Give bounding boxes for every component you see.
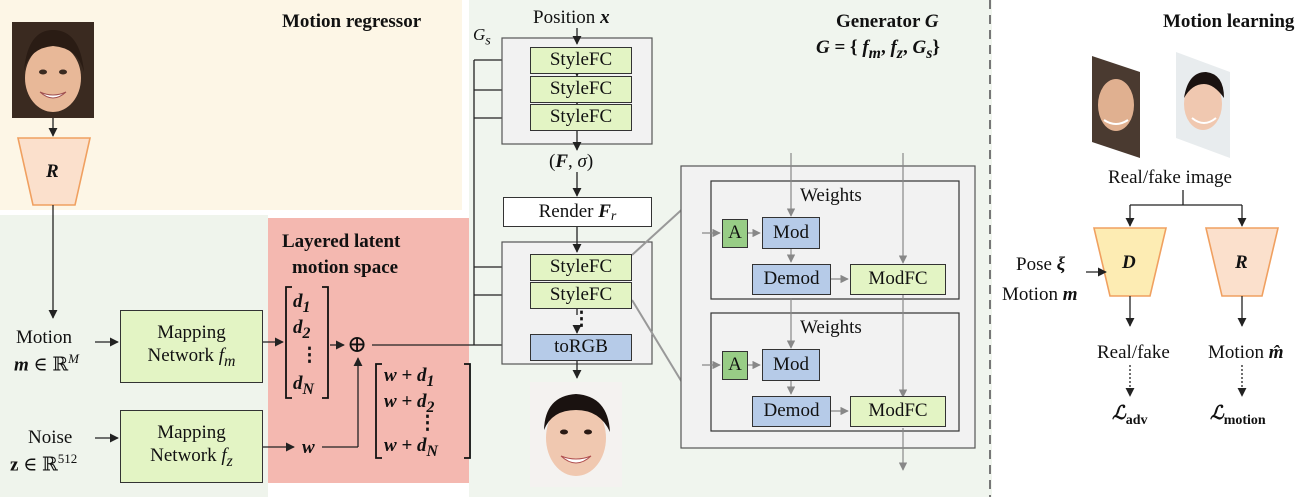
mod-box-top: Mod bbox=[762, 217, 820, 249]
a-box-bottom: A bbox=[722, 351, 748, 380]
pose-label: Pose ξ bbox=[1016, 254, 1066, 275]
regressor-label-2: R bbox=[1235, 252, 1248, 273]
vector-w-d-dots: ⋮ bbox=[418, 413, 437, 434]
mapping-network-fm: Mapping Network fm bbox=[120, 310, 263, 383]
generated-face-image bbox=[530, 382, 622, 487]
discriminator-label: D bbox=[1122, 252, 1136, 273]
noise-input-symbol: z ∈ ℝ512 bbox=[10, 451, 78, 476]
regressor-trapezoid bbox=[17, 137, 91, 206]
motion-regressor-title: Motion regressor bbox=[282, 11, 422, 32]
real-fake-image-2 bbox=[1176, 52, 1230, 158]
gs-label: Gs bbox=[473, 25, 491, 49]
torgb-box: toRGB bbox=[530, 334, 632, 361]
motion-m-label: Motion m bbox=[1002, 284, 1078, 305]
modfc-box-top: ModFC bbox=[850, 264, 946, 295]
real-fake-image-label: Real/fake image bbox=[1108, 167, 1232, 188]
weights-label-bottom: Weights bbox=[800, 317, 862, 338]
generator-definition: G = { fm, fz, Gs} bbox=[816, 37, 940, 62]
stylefc-1: StyleFC bbox=[530, 47, 632, 74]
stylefc-3: StyleFC bbox=[530, 104, 632, 131]
vector-w-d1: w + d1 bbox=[384, 365, 435, 390]
vector-d2: d2 bbox=[293, 317, 311, 342]
vector-dn: dN bbox=[293, 373, 314, 398]
motion-input-word: Motion bbox=[16, 327, 72, 348]
input-face-image bbox=[12, 22, 94, 118]
mod-box-bottom: Mod bbox=[762, 349, 820, 381]
stylefc-4: StyleFC bbox=[530, 254, 632, 281]
vector-d-dots: ⋮ bbox=[300, 345, 319, 366]
motion-input-symbol: m ∈ ℝM bbox=[14, 351, 79, 376]
oplus-symbol: ⊕ bbox=[347, 332, 368, 358]
motion-learning-title: Motion learning bbox=[1163, 11, 1295, 32]
vector-w-dn: w + dN bbox=[384, 435, 438, 460]
layered-latent-panel bbox=[268, 218, 473, 483]
real-fake-output-label: Real/fake bbox=[1097, 342, 1170, 363]
noise-input-word: Noise bbox=[28, 427, 73, 448]
mapping-network-fz: Mapping Network fz bbox=[120, 410, 263, 483]
generator-title: Generator G bbox=[836, 11, 939, 32]
regressor-trapezoid-2 bbox=[1204, 227, 1280, 297]
layered-latent-title-2: motion space bbox=[292, 257, 399, 278]
demod-box-top: Demod bbox=[752, 264, 831, 295]
weights-label-top: Weights bbox=[800, 185, 862, 206]
a-box-top: A bbox=[722, 219, 748, 248]
real-fake-image-1 bbox=[1092, 56, 1140, 158]
vector-w-d2: w + d2 bbox=[384, 391, 435, 416]
stylefc-2: StyleFC bbox=[530, 76, 632, 103]
f-sigma-label: (F, σ) bbox=[549, 151, 594, 172]
loss-adv-label: ℒadv bbox=[1112, 403, 1148, 428]
modfc-box-bottom: ModFC bbox=[850, 396, 946, 427]
vector-d1: d1 bbox=[293, 291, 311, 316]
motion-hat-label: Motion m̂ bbox=[1208, 342, 1284, 363]
generator-dots: ⋮ bbox=[572, 309, 591, 330]
position-label: Position x bbox=[533, 7, 610, 28]
layered-latent-title-1: Layered latent bbox=[282, 231, 401, 252]
w-label: w bbox=[302, 437, 315, 458]
regressor-label: R bbox=[46, 161, 59, 182]
stylefc-5: StyleFC bbox=[530, 282, 632, 309]
loss-motion-label: ℒmotion bbox=[1210, 403, 1266, 428]
demod-box-bottom: Demod bbox=[752, 396, 831, 427]
